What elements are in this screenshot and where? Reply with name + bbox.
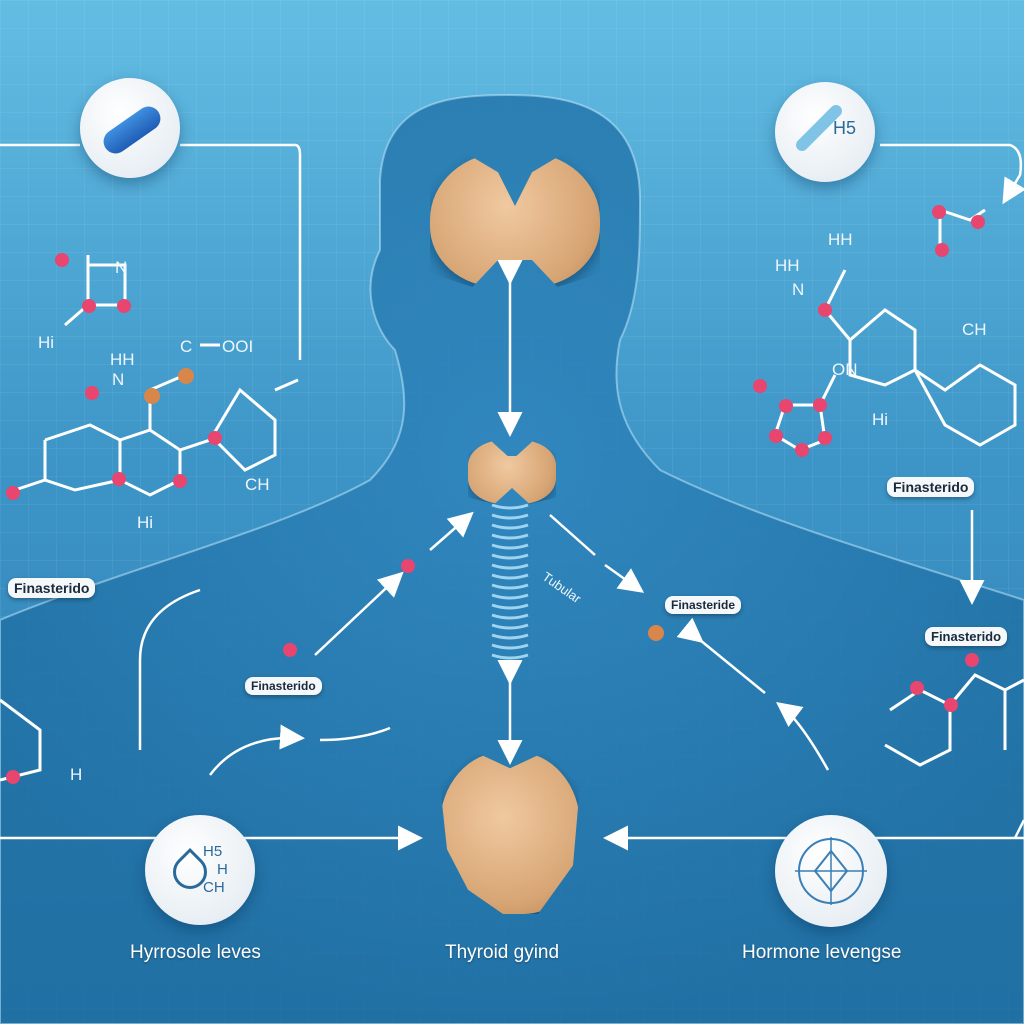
capsule-icon-circle [80,78,180,178]
left-molecule-atoms [6,253,664,784]
drop-icon-circle: H5 H CH [145,815,255,925]
atom-label: N [115,258,128,277]
atom-label: HH [775,256,800,275]
atom-label: C [180,337,193,356]
hormone-cycle-icon-circle [775,815,887,927]
finasteride-label-center-left: Finasterido [245,677,322,695]
finasteride-label-right: Finasterido [925,627,1008,646]
atom-label: ON [832,360,858,379]
right-molecule-atoms [753,205,985,911]
atom-label: Hi [137,513,154,532]
finasteride-label-right-top: Finasterido [887,477,975,497]
atom-label: HH [828,230,853,249]
atom-label: N [792,280,805,299]
caption-left: Hyrrosole leves [130,942,261,963]
caption-right: Hormone levengse [742,942,902,963]
atom-label: HH [110,350,135,369]
trachea-spring [491,503,529,660]
finasteride-label-left: Finasterido [8,578,96,598]
atom-label: CH [962,320,987,339]
atom-label: CH [245,475,270,494]
drop-formula-1: H5 [203,843,223,860]
atom-label: H [70,765,83,784]
human-silhouette [0,93,1024,1024]
drop-formula-3: CH [203,879,225,896]
atom-label: Hi [872,410,889,429]
finasteride-label-center-right: Finasteride [665,596,742,614]
atom-label: Hi [38,333,55,352]
dropper-formula: H5 [833,118,857,138]
dropper-icon-circle: H5 [775,82,875,182]
drop-formula-2: H [217,861,228,878]
capsule-icon [98,101,166,159]
caption-center: Thyroid gyind [445,942,560,963]
atom-label: N [112,370,125,389]
atom-label: OOI [222,337,254,356]
hormone-cycle-icon [795,837,867,905]
